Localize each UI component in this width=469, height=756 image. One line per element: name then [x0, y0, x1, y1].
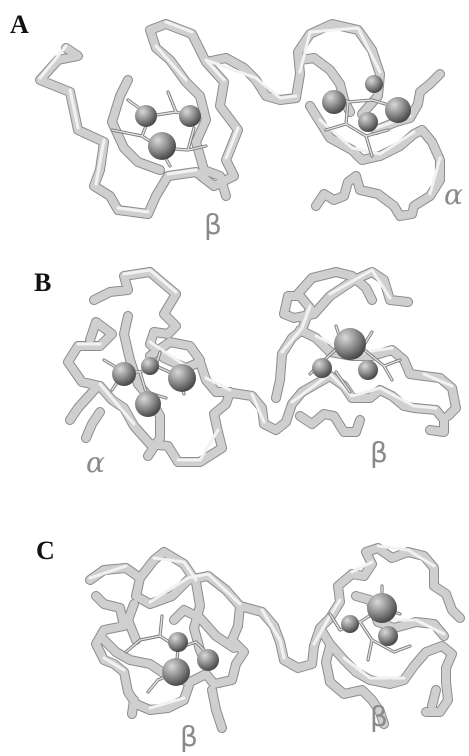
panel-b-metal-ion	[168, 364, 196, 392]
panel-c-backbone-tube	[90, 546, 460, 728]
panel-c-left-domain-label: β	[180, 720, 198, 753]
panel-c-metal-ion	[162, 658, 190, 686]
panel-c-metal-ion	[168, 632, 188, 652]
panel-b-metal-ion	[112, 362, 136, 386]
panel-a-metal-ion	[385, 97, 411, 123]
panel-a-right-domain-label: α	[444, 178, 463, 211]
panel-b-letter: B	[34, 268, 51, 298]
panel-c-structure	[90, 546, 460, 728]
panel-b-metal-ion	[334, 328, 366, 360]
panel-a-metal-ion	[365, 75, 383, 93]
panel-b-structure	[68, 270, 456, 462]
panel-a-structure	[40, 22, 440, 216]
panel-b-right-domain-label: β	[370, 436, 388, 469]
panel-b-left-domain-label: α	[86, 446, 105, 479]
panel-c-letter: C	[36, 536, 55, 566]
panel-c-metal-ion	[197, 649, 219, 671]
panel-a-backbone-tube	[40, 22, 440, 216]
panel-a-letter: A	[10, 10, 29, 40]
panel-c-metal-ion	[378, 626, 398, 646]
panel-a-metal-ion	[358, 112, 378, 132]
panel-a-metal-ion	[135, 105, 157, 127]
panel-b-metal-ion	[312, 358, 332, 378]
panel-b-metal-ion	[141, 357, 159, 375]
panel-c-right-domain-label: β	[370, 700, 388, 733]
panel-c-metal-ion	[341, 615, 359, 633]
panel-a-metal-ion	[148, 132, 176, 160]
panel-b-metal-ion	[135, 391, 161, 417]
panel-a-metal-ion	[322, 90, 346, 114]
panel-a-metal-ion	[179, 105, 201, 127]
panel-c-metal-ion	[367, 593, 397, 623]
panel-a-left-domain-label: β	[204, 208, 222, 241]
panel-b-metal-ion	[358, 360, 378, 380]
